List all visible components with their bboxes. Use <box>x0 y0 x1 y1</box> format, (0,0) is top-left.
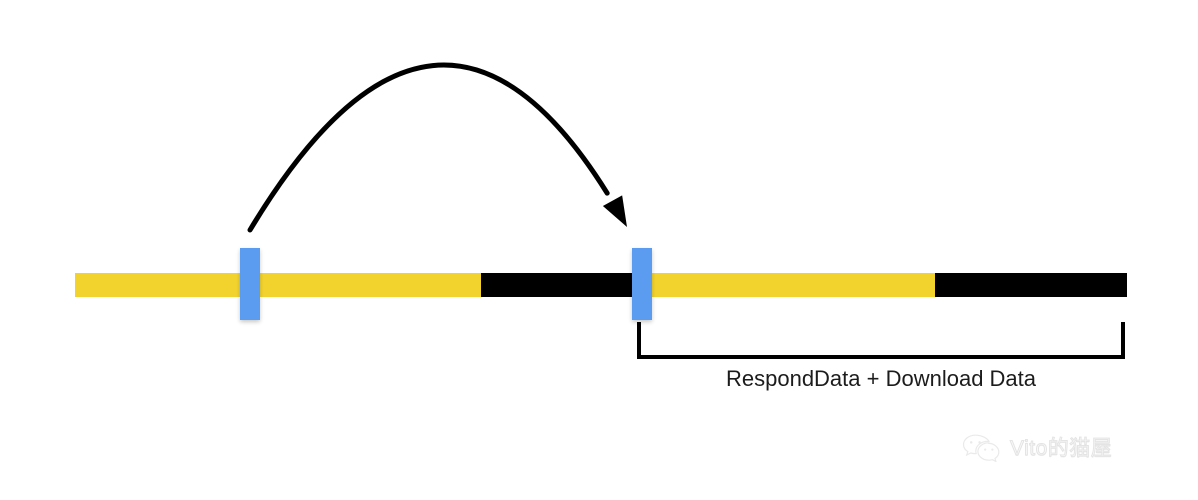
arrow-head-icon <box>602 195 627 227</box>
timeline-marker-start <box>240 248 260 320</box>
curved-arrow-icon <box>247 62 627 233</box>
bracket-label: RespondData + Download Data <box>725 366 1037 391</box>
timeline-segment-black-1 <box>481 273 641 297</box>
watermark-text: Vito的猫屋 <box>1009 437 1113 461</box>
timeline-segment-yellow-1 <box>75 273 481 297</box>
timeline-segment-black-2 <box>935 273 1127 297</box>
wechat-bubbles-icon <box>962 434 1000 462</box>
timeline-segment-yellow-2 <box>641 273 935 297</box>
wechat-watermark: Vito的猫屋 <box>962 432 1112 462</box>
span-bracket <box>637 322 1125 359</box>
timeline-marker-end <box>632 248 652 320</box>
